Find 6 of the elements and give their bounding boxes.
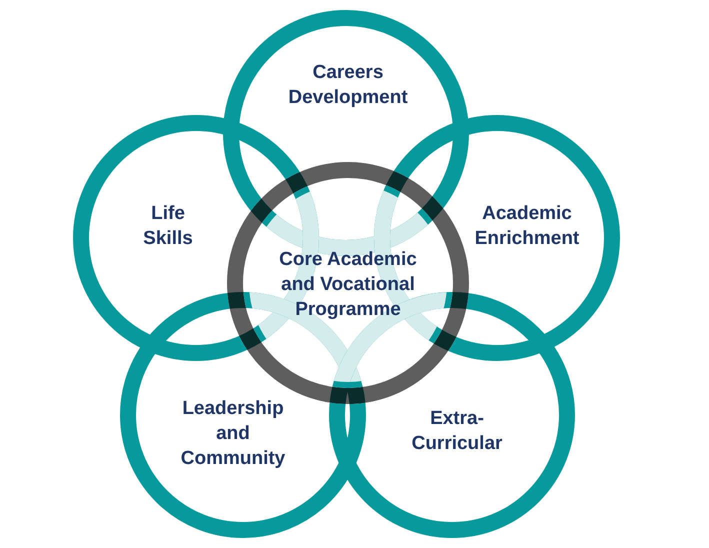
topic-label: Leadership and Community <box>180 396 286 470</box>
topic-label: Life Skills <box>142 202 194 251</box>
topic-label: Academic Enrichment <box>474 202 580 251</box>
topic-label: Careers Development <box>287 61 409 110</box>
topic-label: Core Academic and Vocational Programme <box>278 248 418 322</box>
topic-label: Extra-Curricular <box>410 407 504 456</box>
